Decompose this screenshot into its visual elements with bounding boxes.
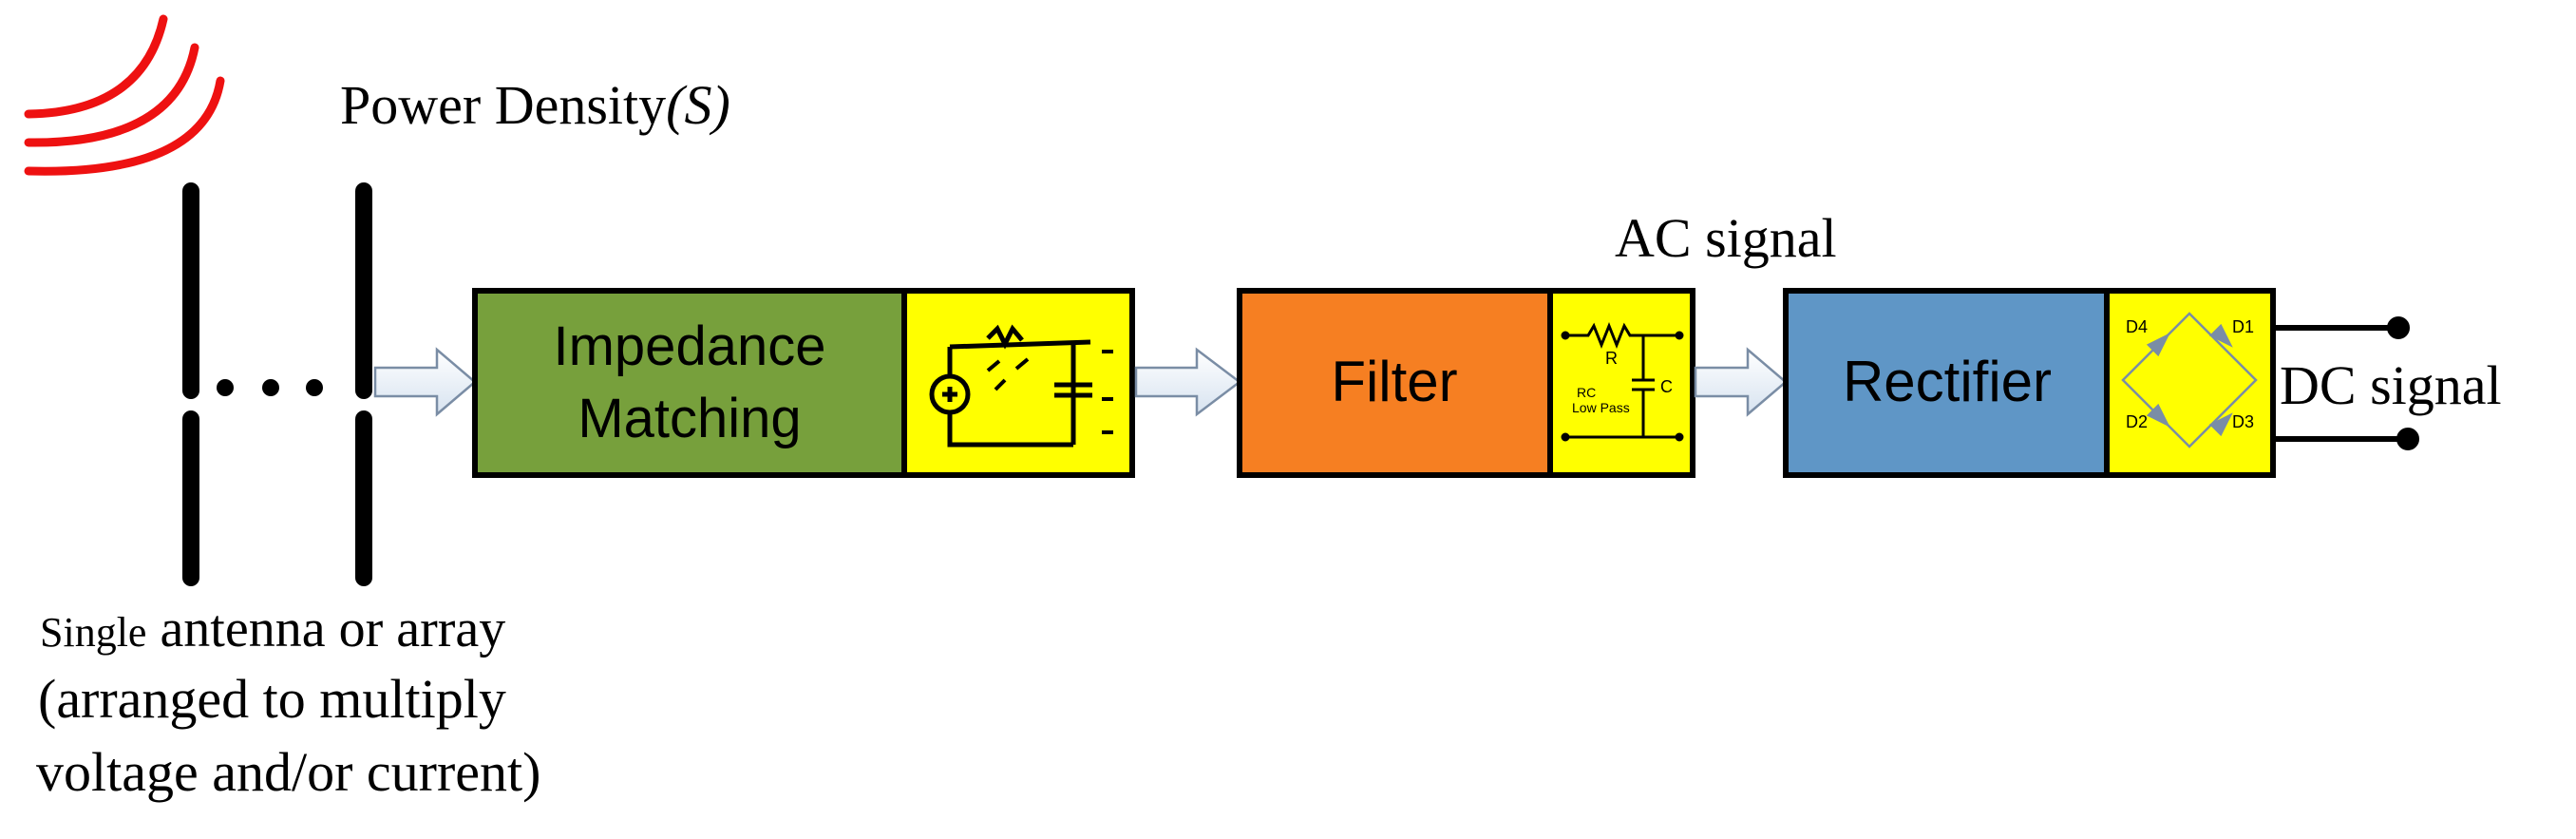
diode-d4-label: D4 <box>2126 317 2148 336</box>
antenna-caption: Single antenna or array (arranged to mul… <box>36 600 540 803</box>
rc-resistor-label: R <box>1605 349 1618 368</box>
diode-d3-label: D3 <box>2232 412 2254 431</box>
impedance-label-line1: Impedance <box>554 315 826 377</box>
rectifier-label: Rectifier <box>1843 350 2052 413</box>
wave-arc-2 <box>24 43 199 147</box>
ellipsis-dot-1 <box>217 379 234 396</box>
antenna-2-upper <box>355 182 372 399</box>
svg-text:(arranged to multiply: (arranged to multiply <box>38 668 506 730</box>
arrow-filter-to-rectifier <box>1694 347 1788 417</box>
filter-inset <box>1547 288 1695 478</box>
rc-lowpass-label: Low Pass <box>1572 400 1630 415</box>
rectifier-block: Rectifier D4 D1 D2 D3 <box>1783 288 2276 478</box>
impedance-matching-box <box>472 288 907 478</box>
antenna-1-lower <box>182 410 199 586</box>
ellipsis-dot-2 <box>262 379 279 396</box>
antenna-1-upper <box>182 182 199 399</box>
dc-signal-label: DC signal <box>2280 354 2502 416</box>
filter-label: Filter <box>1331 350 1457 413</box>
arrow-impedance-to-filter <box>1134 347 1242 417</box>
rectifier-inset <box>2104 288 2276 478</box>
arrow-antenna-to-impedance <box>373 347 477 417</box>
dc-output-terminals <box>2273 316 2419 450</box>
ac-signal-label: AC signal <box>1615 207 1837 269</box>
filter-block: Filter R C RC Low Pass <box>1237 288 1695 478</box>
power-density-label: Power Density(S) <box>340 74 730 136</box>
svg-text:Single antenna or array: Single antenna or array <box>40 600 505 658</box>
rectifier-box <box>1783 288 2110 478</box>
antenna-array <box>182 182 372 586</box>
rc-lowpass-icon <box>1561 321 1684 442</box>
svg-text:voltage and/or current): voltage and/or current) <box>36 741 540 803</box>
diode-d2-label: D2 <box>2126 412 2148 431</box>
impedance-label-line2: Matching <box>578 388 801 449</box>
rc-capacitor-label: C <box>1660 377 1673 396</box>
impedance-matching-block: Impedance Matching <box>472 288 1135 478</box>
diode-d1-label: D1 <box>2232 317 2254 336</box>
ellipsis-dot-3 <box>306 379 323 396</box>
antenna-2-lower <box>355 410 372 586</box>
wave-arc-3 <box>24 76 225 176</box>
filter-box <box>1237 288 1553 478</box>
matching-network-icon <box>929 324 1113 448</box>
diode-bridge-icon <box>2121 312 2258 448</box>
rc-type-label: RC <box>1577 385 1596 400</box>
wave-arcs <box>24 14 225 176</box>
wave-arc-1 <box>24 14 168 119</box>
